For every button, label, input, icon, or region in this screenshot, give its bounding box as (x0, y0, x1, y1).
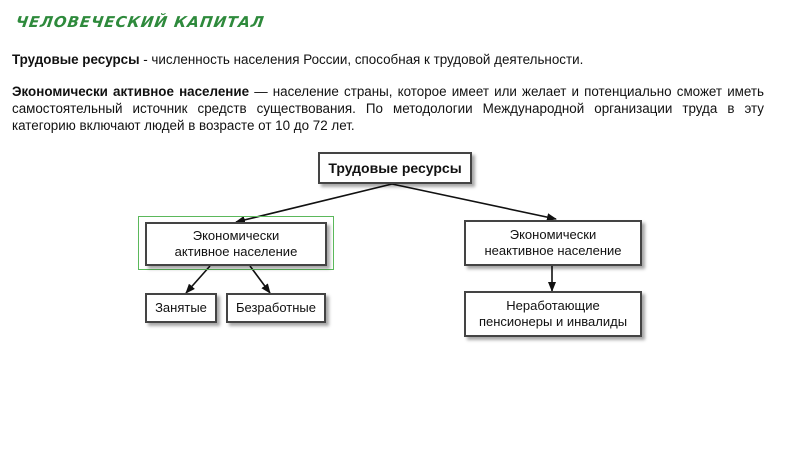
definition-active-population: Экономически активное население — населе… (12, 83, 764, 134)
node-employed: Занятые (145, 293, 217, 323)
definition-text: - численность населения России, способна… (139, 52, 584, 67)
arrow-active-to-unemployed (249, 265, 271, 294)
node-nonworking-pensioners: Неработающие пенсионеры и инвалиды (464, 291, 642, 337)
node-labor-resources: Трудовые ресурсы (318, 152, 472, 184)
term-active-population: Экономически активное население (12, 84, 250, 99)
node-economically-active: Экономически активное население (145, 222, 327, 266)
active-population-highlight (138, 216, 334, 270)
definition-labor-resources: Трудовые ресурсы - численность населения… (12, 51, 764, 68)
node-unemployed: Безработные (226, 293, 326, 323)
node-economically-inactive: Экономически неактивное население (464, 220, 642, 266)
term-labor-resources: Трудовые ресурсы (12, 52, 140, 67)
arrow-root-to-active (235, 183, 393, 224)
definition-text: — население страны, которое имеет или же… (12, 84, 764, 133)
arrow-root-to-inactive (391, 183, 557, 222)
arrow-active-to-employed (185, 265, 211, 294)
